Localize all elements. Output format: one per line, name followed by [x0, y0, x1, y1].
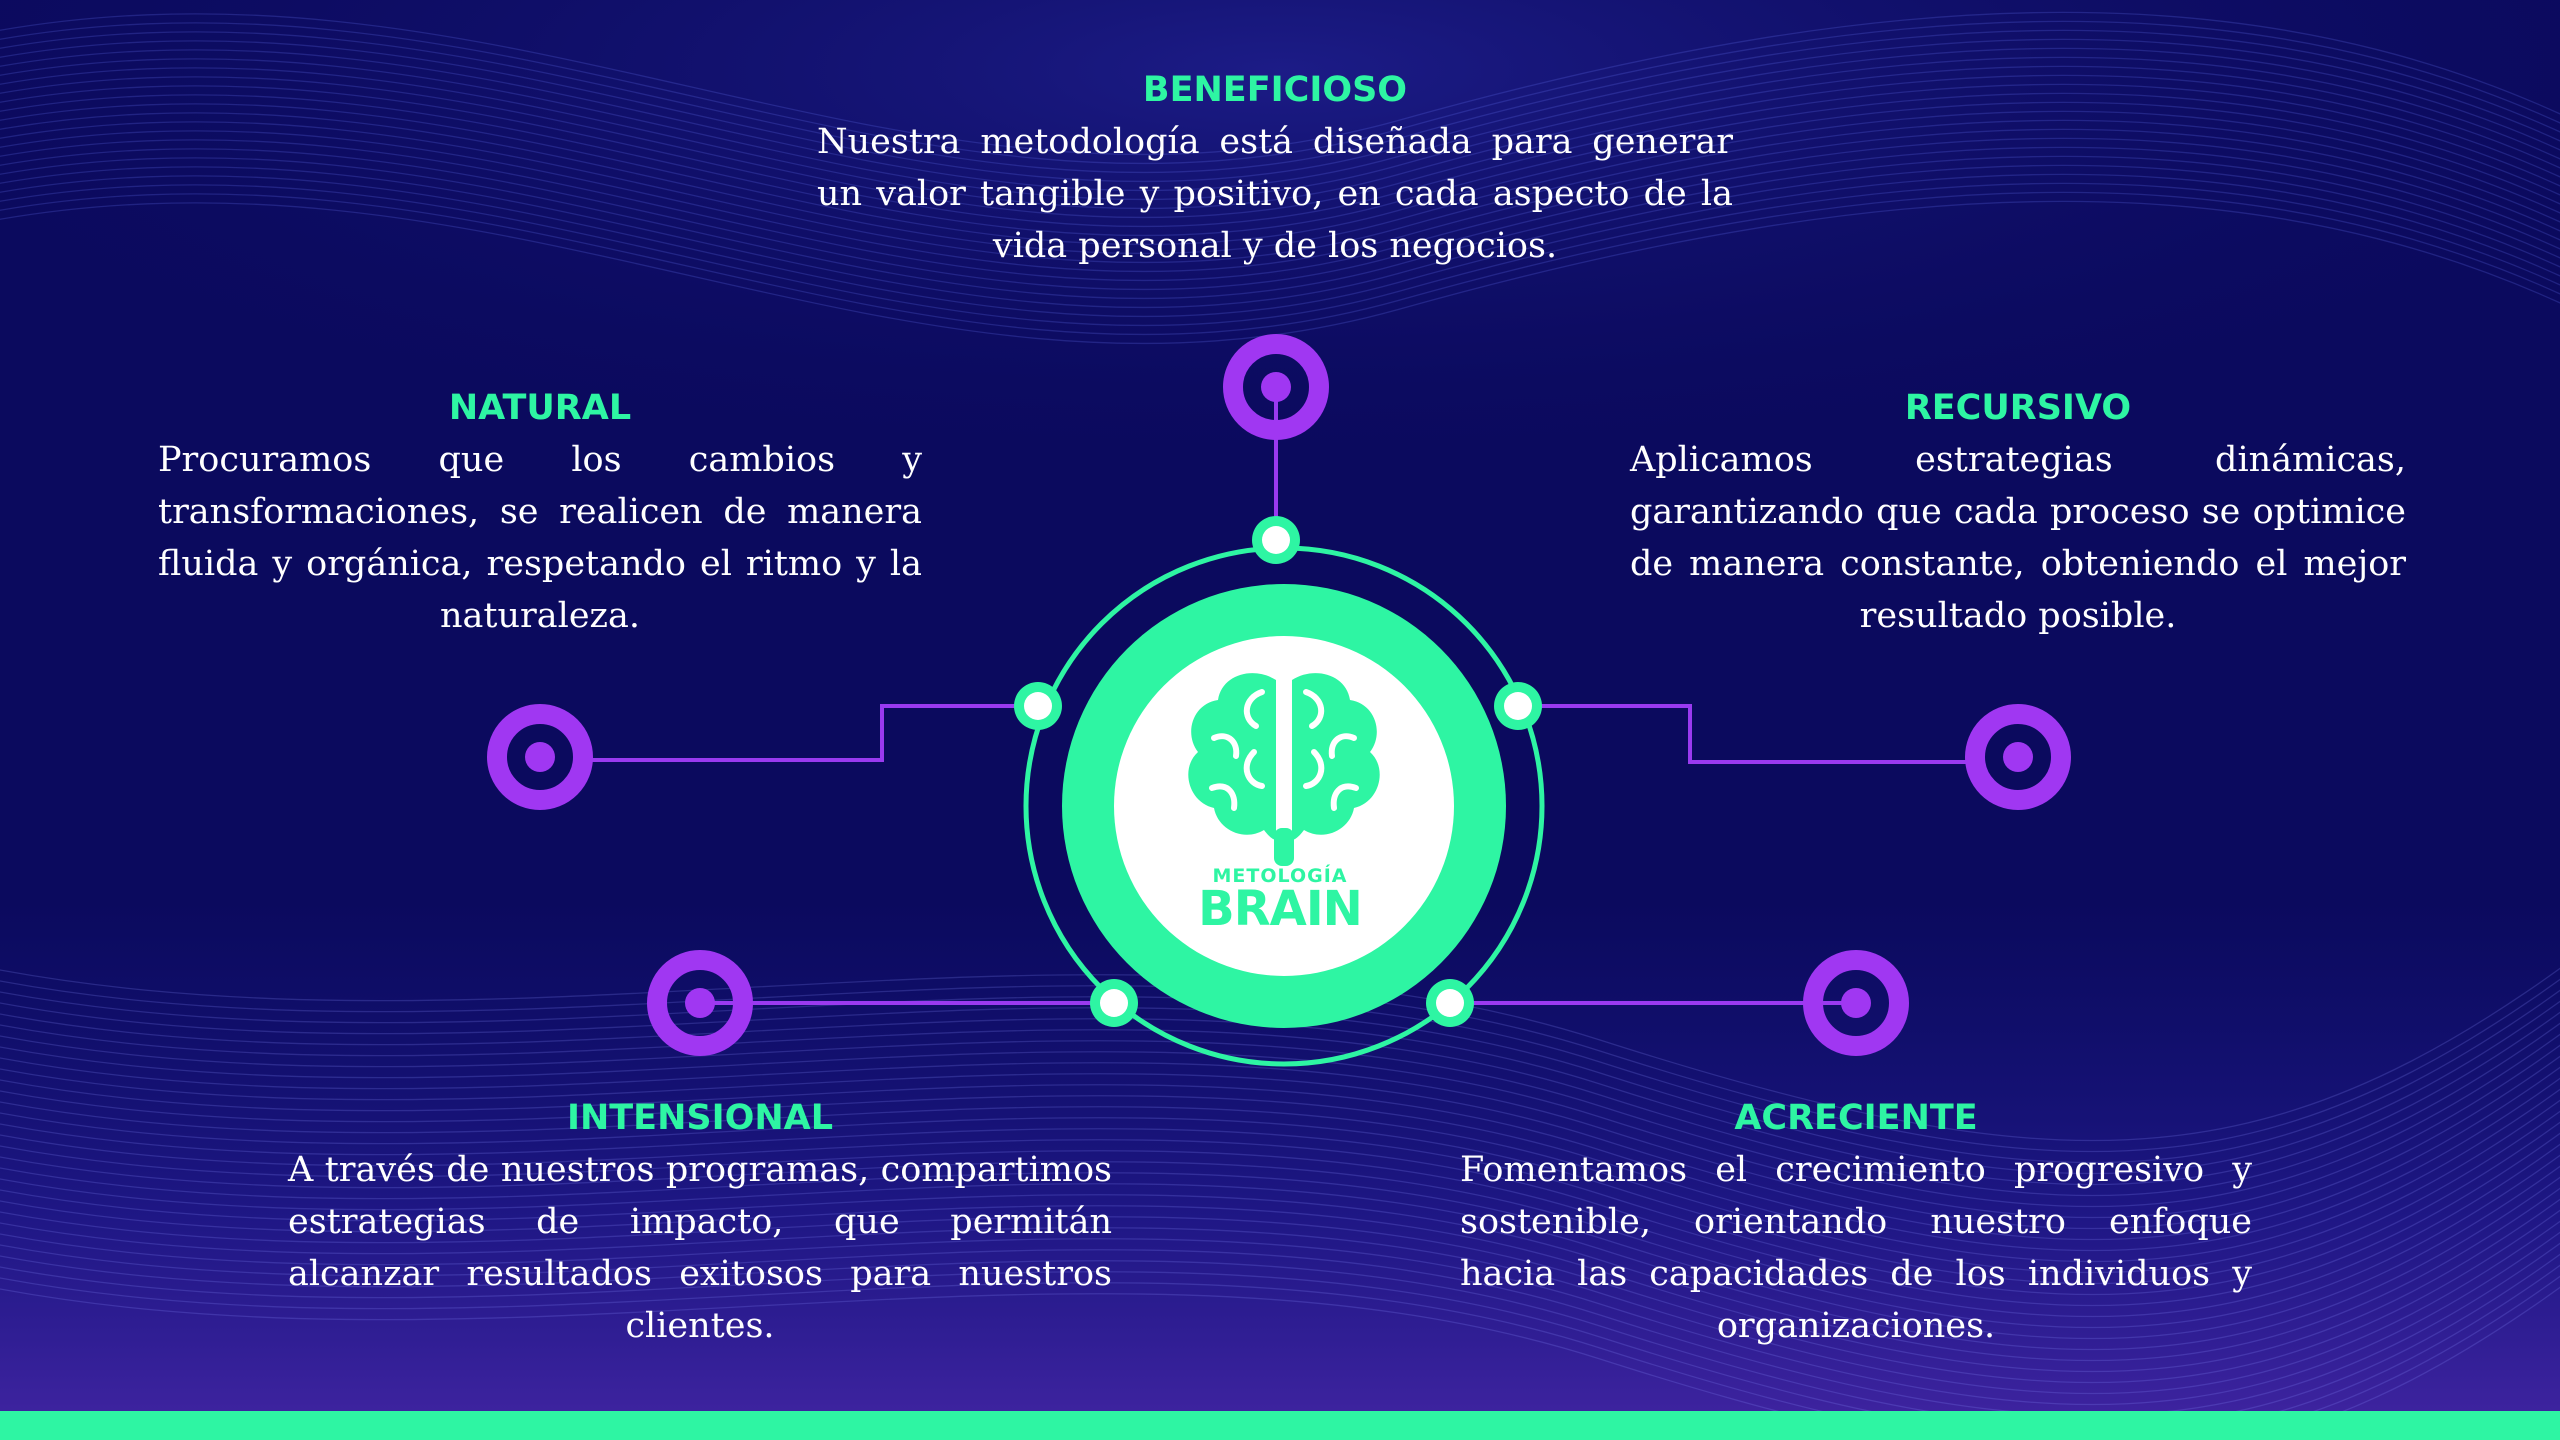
block-recursivo: RECURSIVO Aplicamos estrategias dinámica…: [1630, 388, 2406, 642]
wave-line: [0, 1220, 2560, 1395]
block-title: ACRECIENTE: [1734, 1098, 1978, 1138]
block-title: NATURAL: [448, 388, 632, 428]
wave-line: [0, 1198, 2560, 1373]
wave-line: [0, 101, 2560, 246]
block-title: BENEFICIOSO: [1142, 70, 1408, 110]
block-body: Fomentamos el crecimiento progresivo y s…: [1460, 1150, 2252, 1346]
wave-line: [0, 137, 2560, 282]
block-natural: NATURAL Procuramos que los cambios y tra…: [158, 388, 922, 642]
wave-line: [0, 1242, 2560, 1417]
wave-line: [0, 1088, 2560, 1263]
ring-node-top: [1252, 516, 1300, 564]
wave-line: [0, 74, 2560, 219]
connector-right: [1518, 704, 1970, 764]
wave-line: [0, 1121, 2560, 1296]
center-top-label: METOLOGÍA: [1212, 865, 1348, 887]
target-nodes: [487, 334, 2071, 1056]
wave-line: [0, 1165, 2560, 1340]
wave-line: [0, 1143, 2560, 1318]
block-title: RECURSIVO: [1904, 388, 2132, 428]
block-body: Procuramos que los cambios y transformac…: [158, 440, 922, 636]
block-body: Aplicamos estrategias dinámicas, garanti…: [1630, 440, 2406, 636]
wave-line: [0, 1011, 2560, 1186]
wave-line: [0, 200, 2560, 345]
wave-line: [0, 1000, 2560, 1175]
wave-line: [0, 1264, 2560, 1439]
wave-line: [0, 83, 2560, 228]
wave-line: [0, 1066, 2560, 1241]
wave-line: [0, 38, 2560, 183]
wave-line: [0, 110, 2560, 255]
target-node-left: [487, 704, 593, 810]
wave-line: [0, 1154, 2560, 1329]
wave-line: [0, 978, 2560, 1153]
block-title: INTENSIONAL: [566, 1098, 834, 1138]
wave-line: [0, 119, 2560, 264]
wave-line: [0, 164, 2560, 309]
wave-line: [0, 1253, 2560, 1428]
wave-line: [0, 173, 2560, 318]
wave-line: [0, 1176, 2560, 1351]
wave-line: [0, 182, 2560, 327]
block-beneficioso: BENEFICIOSO Nuestra metodología está dis…: [817, 70, 1733, 272]
block-body: Nuestra metodología está diseñada para g…: [817, 122, 1733, 266]
wave-line: [0, 1110, 2560, 1285]
wave-line: [0, 1022, 2560, 1197]
block-intensional: INTENSIONAL A través de nuestros program…: [288, 1098, 1112, 1352]
wave-line: [0, 92, 2560, 237]
wave-line: [0, 1187, 2560, 1362]
wave-line: [0, 967, 2560, 1142]
wave-line: [0, 29, 2560, 174]
ring-nodes: [1014, 516, 1542, 1027]
target-node-top: [1223, 334, 1329, 440]
wave-line: [0, 1132, 2560, 1307]
target-node-bottom-right: [1803, 950, 1909, 1056]
wave-line: [0, 1209, 2560, 1384]
wave-line: [0, 155, 2560, 300]
brain-icon: [1188, 673, 1380, 866]
target-node-bottom-left: [647, 950, 753, 1056]
connector-left: [590, 704, 1038, 762]
wave-line: [0, 1099, 2560, 1274]
block-acreciente: ACRECIENTE Fomentamos el crecimiento pro…: [1460, 1098, 2252, 1352]
wave-line: [0, 191, 2560, 336]
target-node-right: [1965, 704, 2071, 810]
bottom-accent-bar: [0, 1411, 2560, 1440]
ring-node-left: [1014, 682, 1062, 730]
wave-line: [0, 1033, 2560, 1208]
ring-node-bottom-left: [1090, 979, 1138, 1027]
wave-line: [0, 128, 2560, 273]
wave-line: [0, 11, 2560, 156]
wave-line: [0, 20, 2560, 165]
wave-line: [0, 56, 2560, 201]
wave-line: [0, 989, 2560, 1164]
center-main-label: BRAIN: [1198, 881, 1363, 937]
block-body: A través de nuestros programas, comparti…: [288, 1150, 1112, 1346]
ring-node-bottom-right: [1426, 979, 1474, 1027]
connector-lines: [590, 388, 1970, 1005]
ring-node-right: [1494, 682, 1542, 730]
wave-line: [0, 1231, 2560, 1406]
wave-line: [0, 1077, 2560, 1252]
wave-line: [0, 146, 2560, 291]
wave-line: [0, 1044, 2560, 1219]
wave-line: [0, 47, 2560, 192]
wave-line: [0, 1055, 2560, 1230]
wave-line: [0, 65, 2560, 210]
